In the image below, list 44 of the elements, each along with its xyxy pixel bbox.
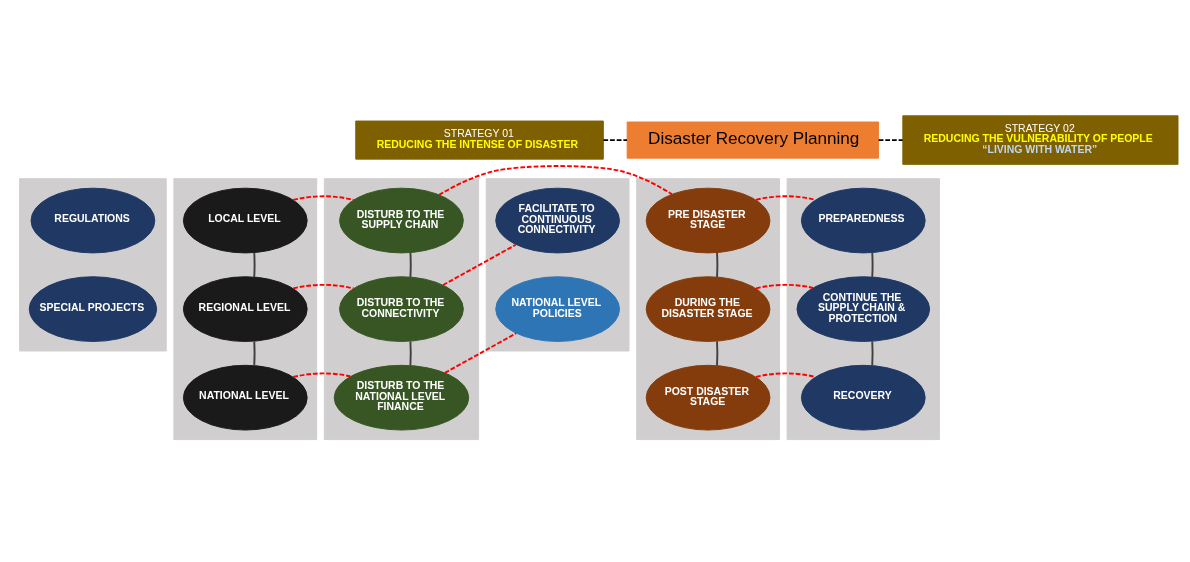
connector xyxy=(292,371,352,378)
connector xyxy=(755,371,817,378)
connector xyxy=(442,243,517,286)
node-ellipse: DISTURB TO THE SUPPLY CHAIN xyxy=(339,187,464,253)
node-ellipse: DISTURB TO THE CONNECTIVITY xyxy=(339,275,464,342)
connector xyxy=(292,283,355,289)
connector xyxy=(877,138,904,141)
node-ellipse: RECOVERY xyxy=(800,364,926,431)
node-ellipse: DISTURB TO THE NATIONAL LEVEL FINANCE xyxy=(333,364,470,431)
node-ellipse: LOCAL LEVEL xyxy=(182,187,308,253)
node-ellipse: CONTINUE THE SUPPLY CHAIN & PROTECTION xyxy=(796,275,931,342)
connector xyxy=(755,283,814,289)
connector xyxy=(409,251,412,278)
node-ellipse: FACILITATE TO CONTINUOUS CONNECTIVITY xyxy=(495,187,620,253)
node-box: STRATEGY 01 REDUCING THE INTENSE OF DISASTER xyxy=(355,120,604,160)
node-ellipse: NATIONAL LEVEL POLICIES xyxy=(495,275,620,342)
node-ellipse: DURING THE DISASTER STAGE xyxy=(645,275,771,342)
connector xyxy=(409,339,412,366)
connector xyxy=(871,339,874,366)
connector xyxy=(602,138,628,141)
connector xyxy=(716,339,719,366)
connector xyxy=(438,164,673,196)
cluster xyxy=(323,177,480,440)
cluster xyxy=(786,177,940,440)
connector xyxy=(443,331,518,374)
node-ellipse: REGIONAL LEVEL xyxy=(182,275,308,342)
node-box: STRATEGY 02 REDUCING THE VULNERABILITY OF PEOPLE “LIVING WITH WATER” xyxy=(902,114,1179,165)
connector xyxy=(755,194,817,201)
cluster xyxy=(19,177,167,351)
connector xyxy=(292,194,355,201)
connector xyxy=(253,339,256,366)
connector xyxy=(871,251,874,278)
cluster xyxy=(485,177,630,351)
node-ellipse: PREPAREDNESS xyxy=(800,187,926,253)
node-box: Disaster Recovery Planning xyxy=(626,121,879,159)
connector xyxy=(253,251,256,278)
node-ellipse: SPECIAL PROJECTS xyxy=(28,275,158,342)
cluster xyxy=(636,177,780,440)
cluster xyxy=(173,177,318,440)
node-ellipse: POST DISASTER STAGE xyxy=(645,364,771,431)
node-ellipse: PRE DISASTER STAGE xyxy=(645,187,771,253)
node-ellipse: REGULATIONS xyxy=(30,187,156,253)
node-ellipse: NATIONAL LEVEL xyxy=(182,364,308,431)
connector xyxy=(716,251,719,278)
